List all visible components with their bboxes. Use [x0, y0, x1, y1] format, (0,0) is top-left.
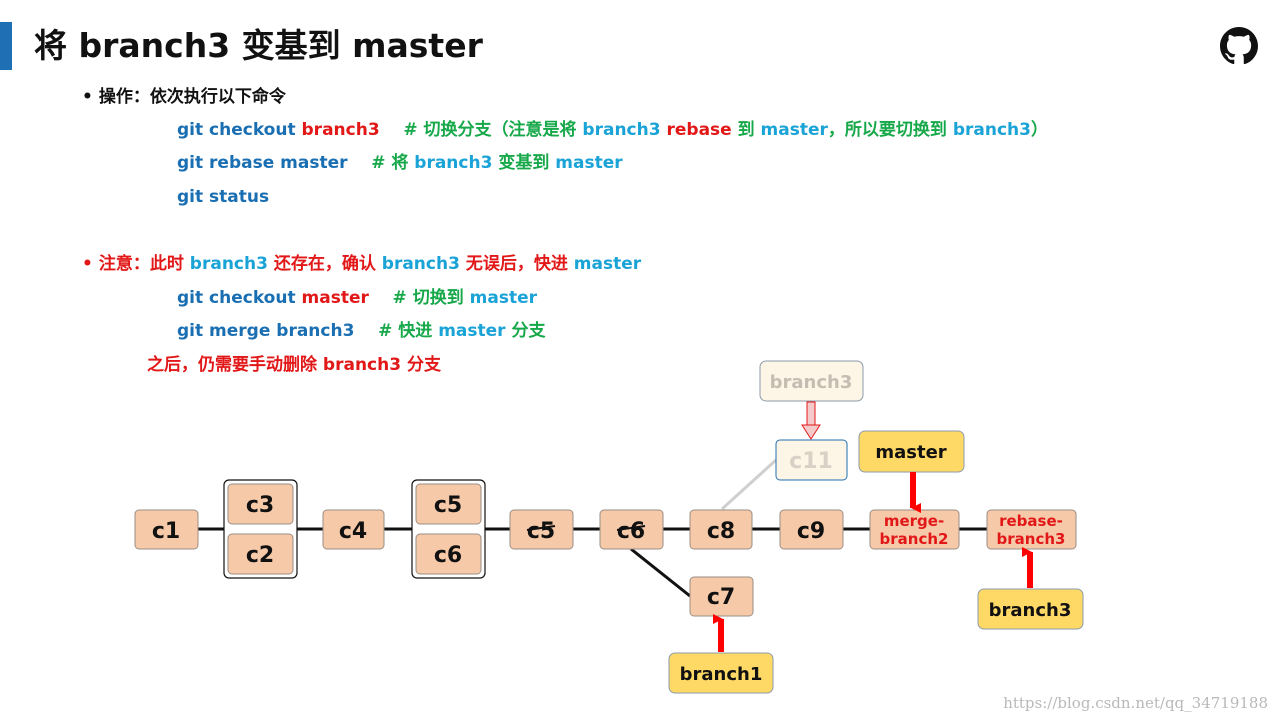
command-merge-branch3: git merge branch3 # 快进 master 分支 [177, 321, 546, 341]
svg-text:branch1: branch1 [680, 664, 763, 685]
watermark: https://blog.csdn.net/qq_34719188 [1003, 694, 1268, 712]
commit-c3: c3 [227, 483, 294, 525]
edge-c6-c7 [630, 547, 691, 598]
title-accent-bar [0, 22, 12, 70]
commit-c7: c7 [689, 576, 754, 617]
command-status: git status [177, 187, 270, 207]
svg-text:c5: c5 [434, 493, 462, 518]
commit-c8: c8 [689, 509, 753, 550]
command-rebase-master: git rebase master # 将 branch3 变基到 master [177, 153, 623, 173]
label-branch1: branch1 [668, 652, 774, 694]
command-checkout-branch3: git checkout branch3 # 切换分支（注意是将 branch3… [177, 120, 1048, 140]
svg-text:c2: c2 [246, 543, 274, 568]
after-note: 之后，仍需要手动删除 branch3 分支 [147, 355, 441, 375]
page-title: 将 branch3 变基到 master [34, 26, 483, 65]
svg-text:c5: c5 [527, 519, 555, 544]
commit-merge-branch2: merge- branch2 [869, 509, 960, 550]
svg-text:master: master [875, 442, 946, 463]
operation-heading: •操作：依次执行以下命令 [82, 87, 286, 107]
note-line: •注意：此时 branch3 还存在，确认 branch3 无误后，快进 mas… [82, 254, 642, 274]
label-branch3-faded: branch3 [759, 360, 864, 402]
svg-text:merge-: merge- [884, 512, 944, 530]
svg-text:branch3: branch3 [997, 530, 1066, 548]
svg-text:c11: c11 [789, 449, 833, 474]
svg-text:branch3: branch3 [989, 600, 1072, 621]
commit-c4: c4 [322, 509, 385, 550]
svg-text:c9: c9 [797, 519, 825, 544]
arrow-branch3-faded [801, 401, 821, 440]
commit-c5-group: c5 [415, 483, 482, 525]
svg-text:c3: c3 [246, 493, 274, 518]
commit-c5-struck: c5 [509, 509, 574, 550]
svg-text:rebase-: rebase- [999, 512, 1063, 530]
svg-text:c6: c6 [617, 519, 645, 544]
label-master: master [858, 430, 965, 473]
commit-c1: c1 [134, 509, 199, 550]
svg-text:c8: c8 [707, 519, 735, 544]
commit-rebase-branch3: rebase- branch3 [986, 509, 1077, 550]
commit-c11-faded: c11 [775, 439, 848, 481]
commit-c6-group: c6 [415, 533, 482, 575]
svg-text:branch3: branch3 [770, 372, 853, 393]
svg-text:c1: c1 [152, 519, 180, 544]
svg-text:branch2: branch2 [880, 530, 949, 548]
svg-text:c7: c7 [707, 585, 735, 610]
github-icon [1220, 27, 1258, 65]
edge-c8-c11-faded [720, 458, 778, 511]
commit-c9: c9 [779, 509, 844, 550]
commit-c2: c2 [227, 533, 294, 575]
command-checkout-master: git checkout master # 切换到 master [177, 288, 537, 308]
svg-text:c6: c6 [434, 543, 462, 568]
commit-c6-struck: c6 [599, 509, 664, 550]
label-branch3: branch3 [977, 588, 1084, 630]
svg-text:c4: c4 [339, 519, 367, 544]
